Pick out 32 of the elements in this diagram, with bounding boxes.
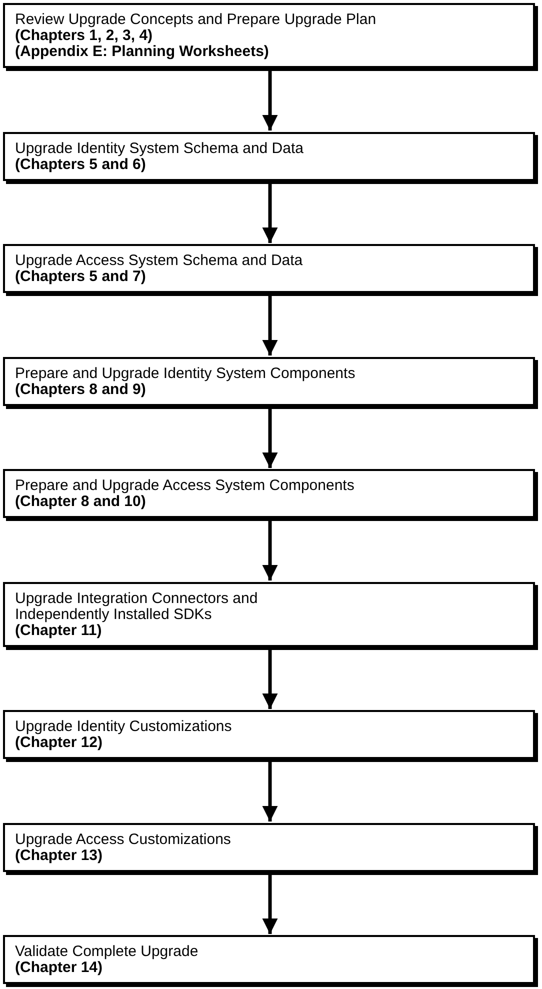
step-title: Upgrade Identity Customizations (15, 719, 233, 735)
arrow (262, 296, 278, 356)
step-title: Prepare and Upgrade Access System Components (15, 478, 356, 494)
arrow (262, 184, 278, 243)
process-box (3, 469, 535, 518)
arrow (262, 71, 278, 130)
chapter-reference: (Chapters 5 and 7) (15, 269, 146, 285)
chapter-reference: (Appendix E: Planning Worksheets) (15, 44, 270, 60)
process-box (3, 935, 535, 984)
step-title: Upgrade Identity System Schema and Data (15, 140, 304, 156)
chapter-reference: (Chapters 1, 2, 3, 4) (15, 28, 153, 44)
step-title: Prepare and Upgrade Identity System Components (15, 366, 356, 382)
chapter-reference: (Chapter 8 and 10) (15, 494, 146, 510)
step-title: Upgrade Integration Connectors and Independently Installed SDKs (15, 590, 259, 622)
process-box (3, 244, 535, 293)
chapter-reference: (Chapters 8 and 9) (15, 382, 146, 398)
arrow (262, 521, 278, 580)
arrow (262, 874, 278, 934)
arrow (262, 762, 278, 822)
chapter-reference: (Chapters 5 and 6) (15, 156, 146, 172)
step-title: Upgrade Access System Schema and Data (15, 253, 304, 269)
step-title: Review Upgrade Concepts and Prepare Upgrade Plan (15, 12, 378, 28)
arrow (262, 408, 278, 468)
chapter-reference: (Chapter 13) (15, 848, 104, 864)
step-title: Upgrade Access Customizations (15, 832, 232, 848)
step-title: Validate Complete Upgrade (15, 944, 200, 960)
process-box (3, 3, 535, 68)
process-box (3, 710, 535, 759)
chapter-reference: (Chapter 12) (15, 735, 103, 751)
chapter-reference: (Chapter 11) (15, 622, 102, 638)
arrow (262, 650, 278, 709)
chapter-reference: (Chapter 14) (15, 960, 103, 976)
